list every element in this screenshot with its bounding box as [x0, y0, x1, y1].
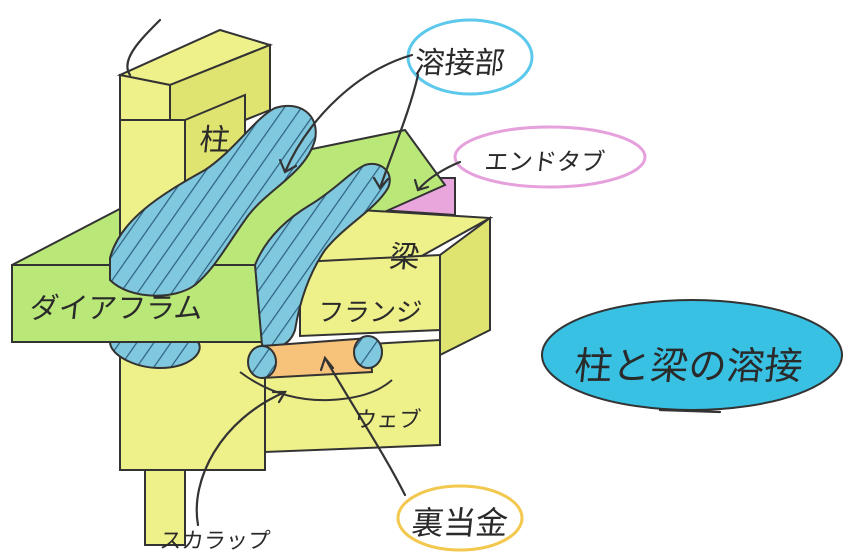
arrow-backing — [323, 356, 407, 497]
arrow-scallop — [195, 390, 287, 527]
backing-metal-label: 裏当金 — [409, 504, 510, 542]
backing-label-circle — [396, 484, 524, 552]
arrow-scallop-head — [271, 390, 287, 404]
arrow-end-tab — [416, 160, 462, 192]
end-tab-label: エンドタブ — [483, 148, 607, 176]
weld-zone-lower-left — [108, 341, 201, 370]
beam-flange-front — [299, 253, 441, 338]
beam-label: 梁 — [387, 240, 422, 275]
arrow-weld-left — [283, 53, 414, 174]
web-label: ウェブ — [353, 408, 423, 433]
column-label: 柱 — [197, 123, 232, 158]
title-label: 柱と梁の溶接 — [572, 344, 805, 388]
arrow-weld-left-head — [278, 158, 298, 174]
weld-end-left — [247, 345, 277, 379]
weld-part-label: 溶接部 — [412, 46, 507, 81]
arrow-weld-right-head — [372, 176, 390, 190]
column-lower-left — [144, 469, 186, 546]
sketch-tick — [658, 408, 722, 414]
arrow-end-tab-head — [413, 178, 430, 192]
diaphragm-label: ダイアフラム — [28, 291, 205, 325]
weld-zone-left — [109, 104, 317, 297]
column-lower-front — [119, 341, 266, 471]
arrow-backing-head — [319, 355, 335, 372]
end-tab-label-circle — [453, 125, 647, 189]
weld-end-right — [353, 335, 383, 369]
scallop-label: スカラップ — [158, 529, 272, 554]
scallop-opening — [239, 371, 393, 402]
arrow-weld-right — [378, 73, 420, 190]
sketch-curl — [126, 18, 162, 77]
flange-label: フランジ — [316, 298, 424, 328]
weld-zone-right — [253, 162, 391, 349]
